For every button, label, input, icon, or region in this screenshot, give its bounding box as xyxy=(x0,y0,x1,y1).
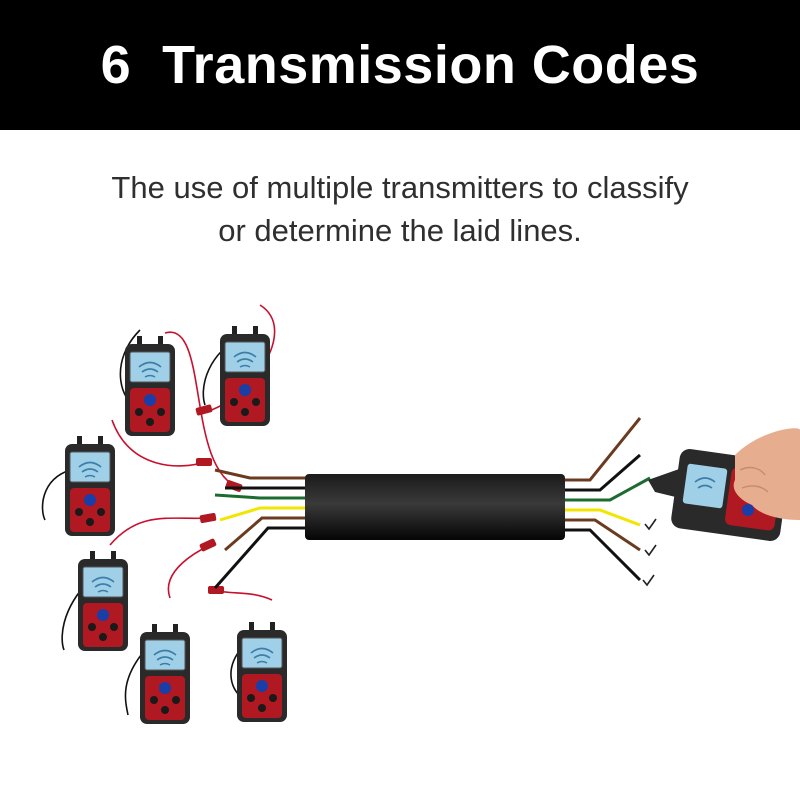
check-mark-icon xyxy=(642,518,657,587)
right-wires xyxy=(565,417,651,582)
cable-bundle xyxy=(305,474,565,540)
hand-icon xyxy=(733,428,800,520)
description: The use of multiple transmitters to clas… xyxy=(0,166,800,252)
left-wires xyxy=(213,468,310,589)
header-banner: 6 Transmission Codes xyxy=(0,0,800,130)
description-line-1: The use of multiple transmitters to clas… xyxy=(111,170,689,205)
page-title: 6 Transmission Codes xyxy=(100,35,700,95)
description-line-2: or determine the laid lines. xyxy=(218,213,582,248)
